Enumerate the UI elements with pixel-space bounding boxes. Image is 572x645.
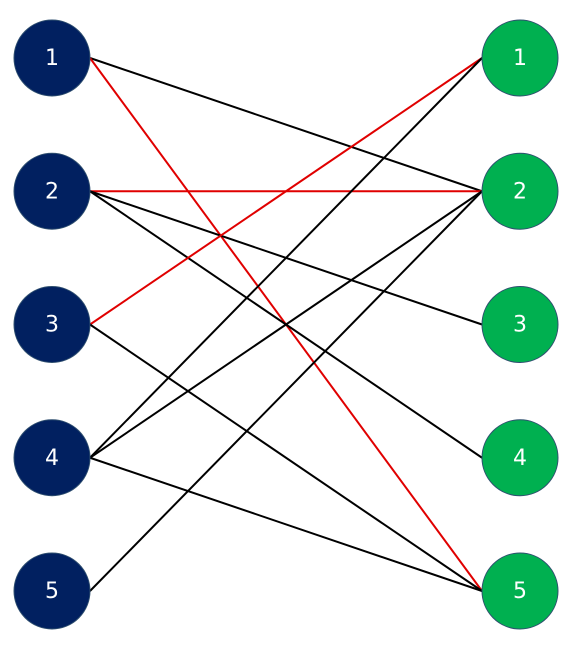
left-node-5: 5 xyxy=(13,552,91,630)
edge-l5-r2 xyxy=(89,190,483,592)
edge-l4-r5 xyxy=(89,456,483,592)
right-node-circle xyxy=(481,19,559,97)
right-node-circle xyxy=(481,419,559,497)
right-node-circle xyxy=(481,552,559,630)
edges-layer xyxy=(89,57,483,592)
left-node-4: 4 xyxy=(13,419,91,497)
left-node-3: 3 xyxy=(13,286,91,363)
right-node-4: 4 xyxy=(481,419,559,497)
left-node-2: 2 xyxy=(13,152,91,230)
left-node-circle xyxy=(13,19,91,97)
left-node-label: 4 xyxy=(45,446,59,471)
right-node-label: 2 xyxy=(513,179,527,204)
right-node-circle xyxy=(481,152,559,230)
edge-l3-r5 xyxy=(89,323,483,592)
right-node-label: 1 xyxy=(513,46,527,71)
right-node-circle xyxy=(481,286,559,363)
left-node-label: 2 xyxy=(45,179,59,204)
right-node-label: 4 xyxy=(513,446,527,471)
edge-l3-r1-highlighted xyxy=(89,57,483,326)
right-node-label: 3 xyxy=(513,313,527,338)
edge-l4-r1 xyxy=(89,57,483,459)
left-node-1: 1 xyxy=(13,19,91,97)
edge-l4-r2 xyxy=(89,190,483,459)
left-node-circle xyxy=(13,552,91,630)
left-node-circle xyxy=(13,286,91,363)
right-node-3: 3 xyxy=(481,286,559,363)
edge-l1-r2 xyxy=(89,57,483,193)
left-node-label: 3 xyxy=(45,313,59,338)
left-node-circle xyxy=(13,152,91,230)
right-node-1: 1 xyxy=(481,19,559,97)
nodes-layer: 1 2 3 4 5 1 2 3 4 5 xyxy=(13,19,559,630)
left-node-label: 5 xyxy=(45,579,59,604)
right-node-2: 2 xyxy=(481,152,559,230)
left-node-circle xyxy=(13,419,91,497)
right-node-label: 5 xyxy=(513,579,527,604)
right-node-5: 5 xyxy=(481,552,559,630)
left-node-label: 1 xyxy=(45,46,59,71)
